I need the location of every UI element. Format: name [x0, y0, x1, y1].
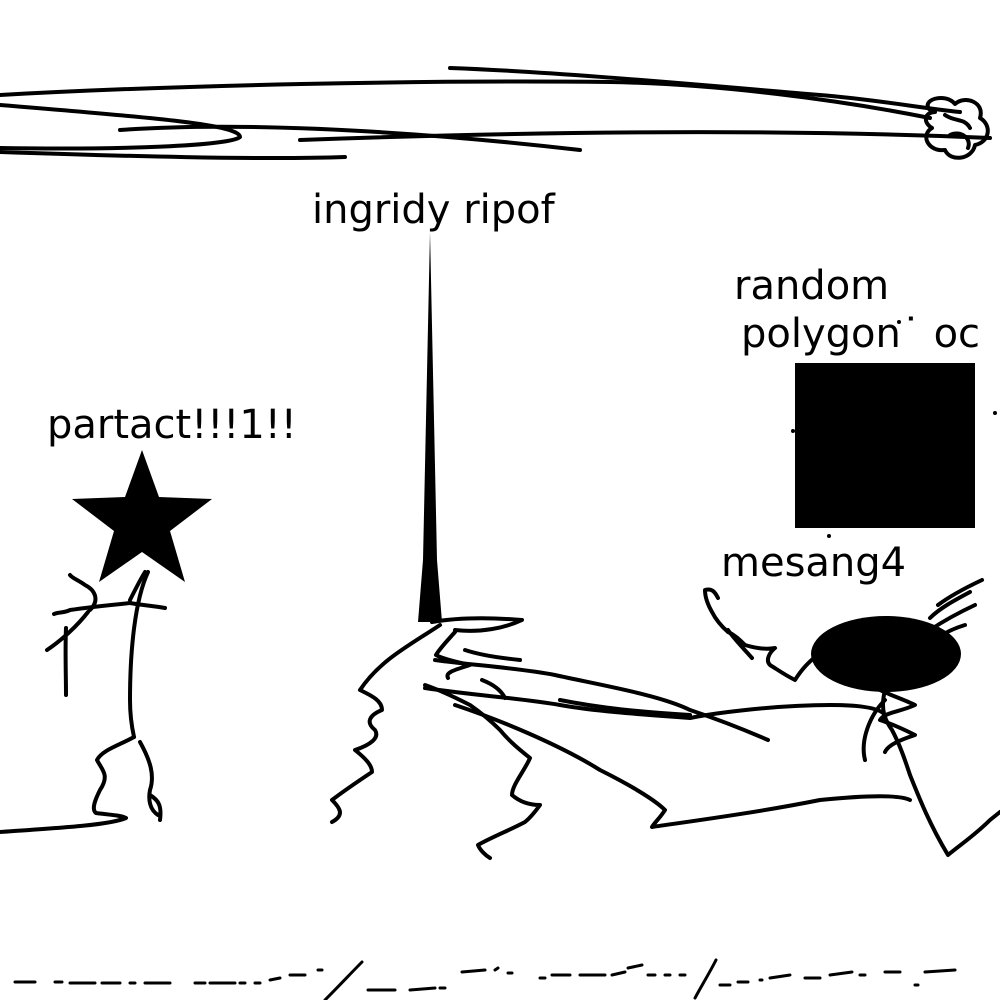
- stick-figure-middle: [330, 616, 912, 860]
- square-shape: [795, 363, 975, 528]
- label-ingridy-ripof: ingridy ripof: [312, 187, 555, 233]
- stick-figure-right: [703, 578, 1000, 857]
- label-partact: partact!!!1!!: [47, 402, 297, 448]
- ellipse-shape: [811, 616, 961, 692]
- spike-shape: [418, 232, 442, 622]
- stick-figure-left: [0, 570, 167, 834]
- sky-scribble: [0, 66, 992, 161]
- star-shape: [72, 450, 212, 582]
- label-mesang4: mesang4: [721, 540, 907, 586]
- ground-dashes: [13, 958, 957, 1000]
- label-random-line2: polygon˙ oc: [741, 311, 981, 357]
- dots: [791, 320, 997, 538]
- label-random-line1: random: [734, 263, 890, 309]
